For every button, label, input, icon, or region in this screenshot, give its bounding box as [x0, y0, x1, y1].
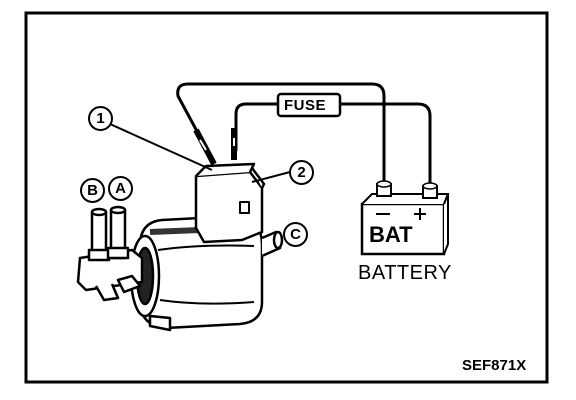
callout-2: 2 [289, 160, 314, 185]
test-probes [193, 128, 237, 166]
diagram-border [24, 11, 549, 384]
wire-positive [234, 102, 280, 152]
wire-negative [176, 82, 386, 182]
wire-positive-b [338, 102, 432, 190]
callout-leaders [109, 123, 291, 183]
bat-label: BAT [369, 222, 413, 247]
wiring [176, 82, 432, 190]
battery-label: BATTERY [358, 262, 452, 284]
battery-symbol [360, 180, 450, 256]
port-c-label: C [283, 222, 308, 247]
port-b-label: B [80, 178, 105, 203]
fuse-box [276, 92, 342, 118]
solenoid-valve [76, 162, 284, 332]
figure-code: SEF871X [462, 357, 527, 374]
fuse-label: FUSE [284, 97, 327, 114]
callout-1: 1 [88, 106, 113, 131]
port-a-label: A [108, 176, 133, 201]
